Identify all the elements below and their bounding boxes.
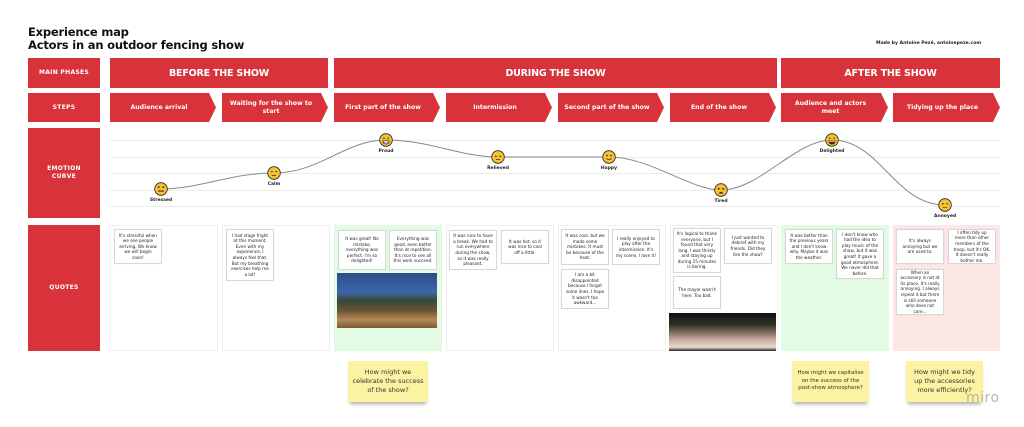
relieved-face-icon bbox=[491, 150, 505, 164]
grid-line bbox=[110, 206, 1000, 207]
quote-note[interactable]: The mayor wasn't here. Too bad. bbox=[673, 276, 721, 309]
emotion-label-happy: Happy bbox=[600, 166, 618, 171]
author-credit: Made by Antoine Pezé, antoinepeze.com bbox=[876, 41, 982, 46]
emotion-label-tired: Tired bbox=[714, 199, 728, 204]
row-label-quotes: QUOTES bbox=[28, 225, 100, 351]
step-tidying-up: Tidying up the place bbox=[893, 93, 1000, 122]
quote-note[interactable]: It was great! No mistake, everything was… bbox=[338, 230, 386, 270]
emotion-label-annoyed: Annoyed bbox=[933, 214, 957, 219]
quote-note[interactable]: It was better than the previous years an… bbox=[785, 229, 833, 264]
quote-note[interactable]: Everything was good, even better than at… bbox=[389, 230, 437, 270]
grid-line bbox=[110, 173, 1000, 174]
step-audience-actors-meet: Audience and actors meet bbox=[781, 93, 888, 122]
phase-before-the-show: BEFORE THE SHOW bbox=[110, 58, 328, 88]
quote-note[interactable]: It was hot, so it was nice to cool off a… bbox=[501, 230, 549, 264]
row-label-steps: STEPS bbox=[28, 93, 100, 122]
phase-after-the-show: AFTER THE SHOW bbox=[781, 58, 1000, 88]
phase-during-the-show: DURING THE SHOW bbox=[334, 58, 777, 88]
calm-face-icon bbox=[267, 166, 281, 180]
quote-note[interactable]: I don't know who had the idea to play mu… bbox=[836, 229, 884, 279]
step-intermission: Intermission bbox=[446, 93, 552, 122]
grinning-face-icon bbox=[379, 133, 393, 147]
smiling-face-icon bbox=[602, 150, 616, 164]
actors-bow-night-photo[interactable] bbox=[669, 313, 776, 351]
tired-face-icon bbox=[714, 183, 728, 197]
quote-note[interactable]: I really enjoyed to play after the inter… bbox=[612, 229, 660, 265]
quote-note[interactable]: I just wanted to debrief with my friends… bbox=[724, 228, 772, 264]
hmw-sticky-capitalise[interactable]: How might we capitalise on the success o… bbox=[792, 361, 869, 402]
page-title: Experience map Actors in an outdoor fenc… bbox=[28, 26, 244, 52]
quote-note[interactable]: It's logical to thank everyone, but I fo… bbox=[673, 228, 721, 273]
quote-note[interactable]: It was cool, but we made some mistakes. … bbox=[561, 229, 609, 265]
quote-note[interactable]: It was nice to have a break. We had to r… bbox=[449, 230, 497, 270]
emotion-label-proud: Proud bbox=[378, 149, 394, 154]
quote-note[interactable]: It's always annoying but we are used to. bbox=[896, 229, 944, 264]
grid-line bbox=[110, 140, 1000, 141]
quote-note[interactable]: I often tidy up more than other members … bbox=[948, 229, 996, 264]
quote-note[interactable]: I am a bit disappointed because I forgot… bbox=[561, 269, 609, 309]
title-line-1: Experience map bbox=[28, 25, 129, 39]
emotion-label-delighted: Delighted bbox=[819, 149, 845, 154]
step-audience-arrival: Audience arrival bbox=[110, 93, 216, 122]
annoyed-face-icon bbox=[938, 198, 952, 212]
emotion-label-relieved: Relieved bbox=[487, 166, 509, 171]
quote-note[interactable]: When an accessory is not at its place, i… bbox=[896, 269, 944, 315]
step-second-part: Second part of the show bbox=[558, 93, 664, 122]
emotion-label-stressed: Stressed bbox=[149, 198, 173, 203]
miro-watermark: miro bbox=[966, 390, 1000, 406]
step-waiting-for-show: Waiting for the show to start bbox=[222, 93, 328, 122]
hmw-sticky-tidy-accessories[interactable]: How might we tidy up the accessories mor… bbox=[906, 361, 983, 402]
hmw-sticky-celebrate[interactable]: How might we celebrate the success of th… bbox=[348, 361, 428, 402]
title-line-2: Actors in an outdoor fencing show bbox=[28, 38, 245, 52]
row-label-main-phases: MAIN PHASES bbox=[28, 58, 100, 88]
laughing-face-icon bbox=[825, 133, 839, 147]
quote-note[interactable]: It's stressful when we see people arrivi… bbox=[114, 229, 162, 264]
outdoor-show-dusk-photo[interactable] bbox=[337, 273, 437, 328]
row-label-emotion-curve: EMOTION CURVE bbox=[28, 128, 100, 218]
step-end-of-show: End of the show bbox=[670, 93, 776, 122]
stressed-face-icon bbox=[154, 182, 168, 196]
emotion-label-calm: Calm bbox=[267, 182, 281, 187]
step-first-part: First part of the show bbox=[334, 93, 440, 122]
quote-note[interactable]: I had stage fright at this moment. Even … bbox=[226, 229, 274, 281]
grid-line bbox=[110, 190, 1000, 191]
